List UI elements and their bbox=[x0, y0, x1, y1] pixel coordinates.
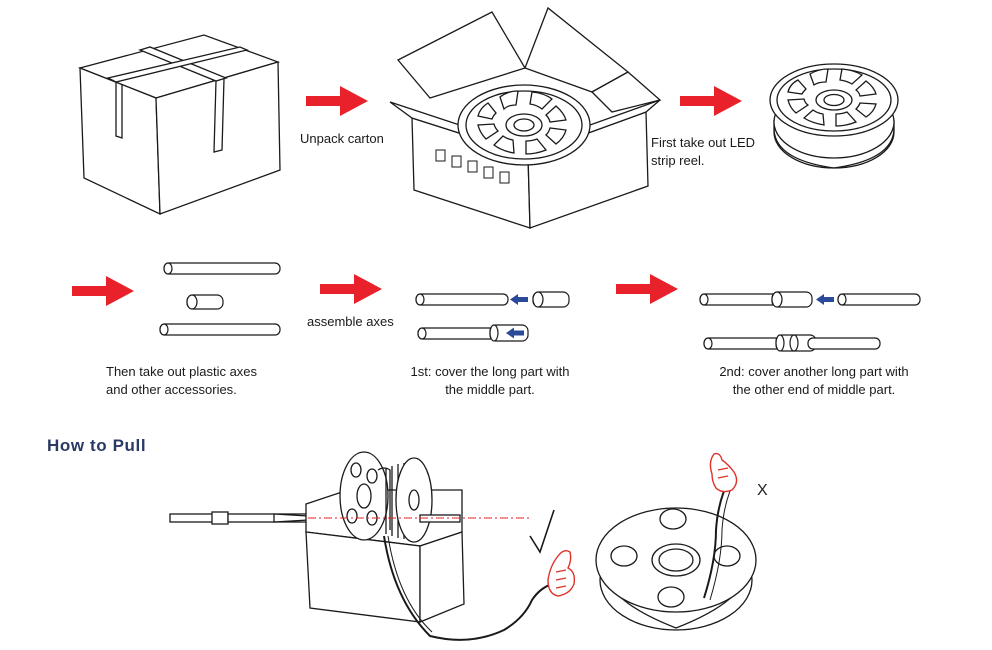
hand-icon-correct bbox=[547, 549, 576, 597]
red-arrow-2 bbox=[680, 86, 742, 116]
red-arrow-3 bbox=[72, 276, 134, 306]
checkmark-icon bbox=[529, 509, 555, 554]
closed-carton bbox=[77, 34, 281, 216]
led-strip-reel bbox=[769, 63, 899, 169]
red-arrow-1 bbox=[306, 86, 368, 116]
cover-first-label: 1st: cover the long part with the middle… bbox=[410, 364, 570, 397]
blue-arrow-2 bbox=[816, 294, 834, 305]
red-arrow-4 bbox=[320, 274, 382, 304]
unpack-carton-label: Unpack carton bbox=[300, 131, 384, 146]
pull-wrong-illustration bbox=[595, 477, 757, 631]
first-take-reel-label: First take out LED strip reel. bbox=[651, 135, 756, 168]
blue-arrow-1 bbox=[506, 294, 528, 339]
red-arrow-5 bbox=[616, 274, 678, 304]
open-carton bbox=[389, 6, 662, 229]
cover-second-label: 2nd: cover another long part with the ot… bbox=[719, 364, 909, 397]
hand-icon-wrong bbox=[709, 452, 738, 493]
plastic-axes-label: Then take out plastic axes and other acc… bbox=[106, 364, 258, 397]
assembly-step-2 bbox=[699, 291, 921, 352]
how-to-pull-heading: How to Pull bbox=[47, 436, 147, 455]
assembly-step-1 bbox=[415, 291, 570, 342]
plastic-axes bbox=[159, 262, 281, 336]
pull-correct-illustration bbox=[169, 451, 553, 641]
x-mark: X bbox=[757, 482, 768, 499]
assemble-axes-label: assemble axes bbox=[307, 314, 394, 329]
